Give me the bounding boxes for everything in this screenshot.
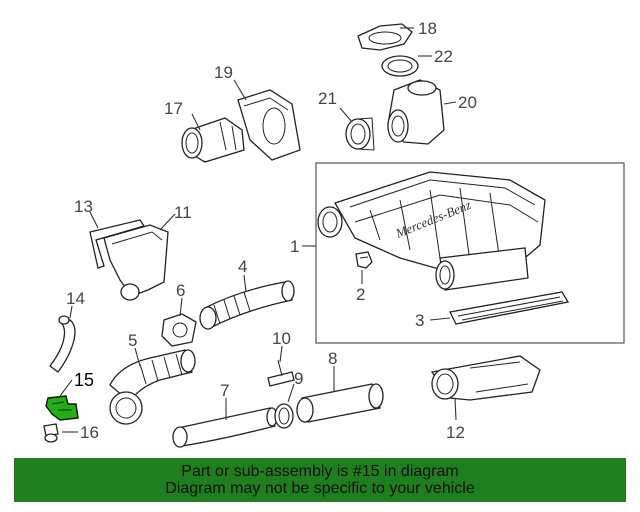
callout-5[interactable]: 5: [128, 331, 137, 350]
callout-22[interactable]: 22: [434, 47, 453, 66]
callout-7[interactable]: 7: [220, 381, 229, 400]
part-12-intake-scoop[interactable]: [430, 355, 541, 401]
part-14-hose[interactable]: [49, 315, 76, 373]
callout-9[interactable]: 9: [294, 369, 303, 388]
part-6-adapter-flange[interactable]: [161, 313, 197, 347]
banner-line-1: Part or sub-assembly is #15 in diagram: [181, 463, 459, 480]
part-7-duct-tube[interactable]: [172, 407, 278, 448]
callout-2[interactable]: 2: [356, 285, 365, 304]
callout-15[interactable]: 15: [74, 370, 94, 390]
callout-20[interactable]: 20: [458, 93, 477, 112]
callout-19[interactable]: 19: [214, 63, 233, 82]
part-20-elbow-housing[interactable]: [387, 79, 445, 145]
part-16-plug[interactable]: [43, 423, 59, 443]
part-19-throttle-body[interactable]: [237, 89, 301, 161]
callout-10[interactable]: 10: [272, 329, 291, 348]
part-13-gasket[interactable]: [89, 219, 146, 269]
part-22-ring[interactable]: [381, 55, 419, 77]
part-8-tube[interactable]: [296, 383, 384, 423]
part-3-air-filter-element[interactable]: [449, 291, 570, 325]
callout-18[interactable]: 18: [418, 19, 437, 38]
parts-diagram: Mercedes-Benz: [43, 19, 625, 448]
info-banner: Part or sub-assembly is #15 in diagram D…: [14, 458, 626, 502]
assembly-box: [315, 162, 625, 344]
part-5-bellows-hose[interactable]: [109, 349, 196, 425]
callout-3[interactable]: 3: [415, 311, 424, 330]
part-11-air-duct[interactable]: [103, 224, 169, 301]
callout-16[interactable]: 16: [80, 423, 99, 442]
part-18-clamp-ring[interactable]: [357, 23, 413, 51]
part-17-air-flow-sensor[interactable]: [181, 117, 245, 163]
part-15-highlighted-fitting[interactable]: [45, 395, 79, 421]
callout-21[interactable]: 21: [318, 89, 337, 108]
part-21-coupling[interactable]: [345, 117, 375, 151]
callout-numbers: 1 2 3 4 5 6 7 8 9 10 11 12 13 14 15 16 1…: [66, 19, 477, 442]
callout-13[interactable]: 13: [74, 197, 93, 216]
banner-line-2: Diagram may not be specific to your vehi…: [165, 480, 475, 497]
callout-17[interactable]: 17: [164, 99, 183, 118]
callout-12[interactable]: 12: [446, 423, 465, 442]
leader-lines: [59, 27, 457, 433]
part-10-clip[interactable]: [267, 359, 295, 387]
callout-1[interactable]: 1: [290, 237, 299, 256]
callout-14[interactable]: 14: [66, 289, 85, 308]
callout-6[interactable]: 6: [176, 281, 185, 300]
part-2-bracket[interactable]: [355, 251, 373, 269]
part-1-air-cleaner-housing[interactable]: Mercedes-Benz: [317, 171, 546, 291]
callout-8[interactable]: 8: [328, 349, 337, 368]
part-4-intake-hose[interactable]: [199, 280, 295, 330]
part-9-seal-ring[interactable]: [274, 403, 294, 429]
callout-11[interactable]: 11: [174, 203, 192, 222]
callout-4[interactable]: 4: [238, 257, 247, 276]
